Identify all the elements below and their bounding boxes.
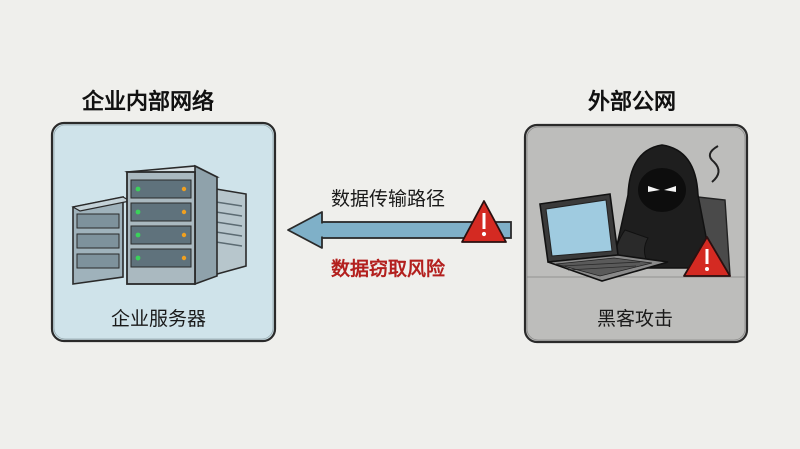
hacker-caption: 黑客攻击 (597, 308, 674, 330)
data-theft-risk-label: 数据窃取风险 (331, 258, 446, 280)
arrow-warning-icon (461, 200, 507, 243)
internal-network-title: 企业内部网络 (82, 90, 215, 115)
hacker-warning-icon (683, 236, 731, 277)
external-network-title: 外部公网 (588, 90, 677, 115)
server-main-tower-icon (124, 164, 220, 286)
server-caption: 企业服务器 (111, 308, 207, 330)
server-right-unit-icon (209, 187, 247, 278)
hacker-icon (611, 144, 731, 276)
server-left-unit-icon (71, 196, 132, 285)
server-rack-icon (71, 164, 247, 286)
server-drive-bays-icon (130, 179, 192, 268)
data-path-label: 数据传输路径 (331, 188, 446, 210)
data-path-arrow (287, 211, 512, 249)
laptop-icon (539, 193, 669, 282)
